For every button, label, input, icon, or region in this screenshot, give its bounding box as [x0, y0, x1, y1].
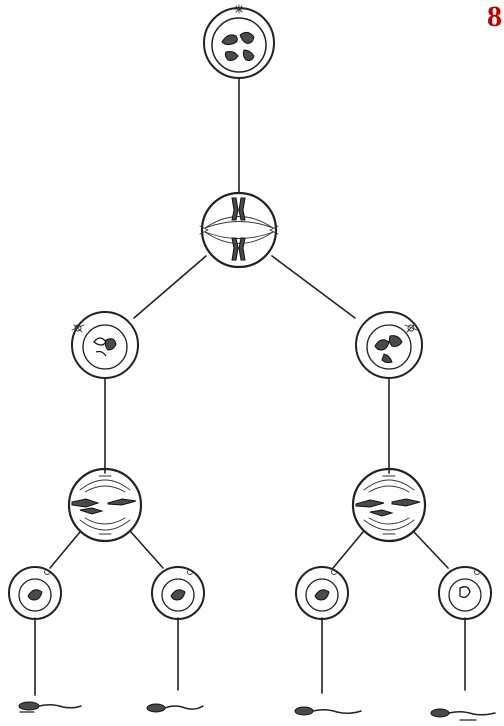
- line-m2right-to-sp3: [333, 532, 363, 568]
- line-meiosis1-to-left: [134, 256, 206, 318]
- spermatid-1: [9, 567, 61, 619]
- sperm-4: [431, 709, 495, 720]
- line-m2left-to-sp2: [131, 532, 163, 568]
- connector-lines: [35, 78, 465, 695]
- sperm-2: [147, 704, 203, 712]
- chromosomes: [356, 499, 420, 516]
- parent-cell: [204, 5, 274, 78]
- daughter-cell-left: [72, 312, 138, 378]
- sperm-3: [295, 707, 361, 715]
- chromosomes: [94, 338, 116, 356]
- chromosomes: [222, 32, 254, 60]
- line-m2left-to-sp1: [50, 532, 80, 568]
- line-m2right-to-sp4: [414, 532, 448, 568]
- spermatid-3: [296, 567, 348, 619]
- daughter-cell-right: [356, 312, 422, 378]
- spermatid-2: [152, 567, 204, 619]
- meiosis-1-cell: [200, 193, 278, 267]
- line-meiosis1-to-right: [272, 256, 355, 318]
- meiosis-2-cell-right: [353, 469, 425, 541]
- spindle-fibers: [200, 217, 278, 244]
- sperm-1: [19, 702, 81, 712]
- chromosomes: [375, 336, 402, 363]
- chromosomes: [72, 499, 136, 514]
- spermatid-4: [439, 567, 491, 619]
- chromosomes: [232, 198, 245, 260]
- centriole-icon: [233, 5, 245, 13]
- meiosis-2-cell-left: [69, 469, 141, 541]
